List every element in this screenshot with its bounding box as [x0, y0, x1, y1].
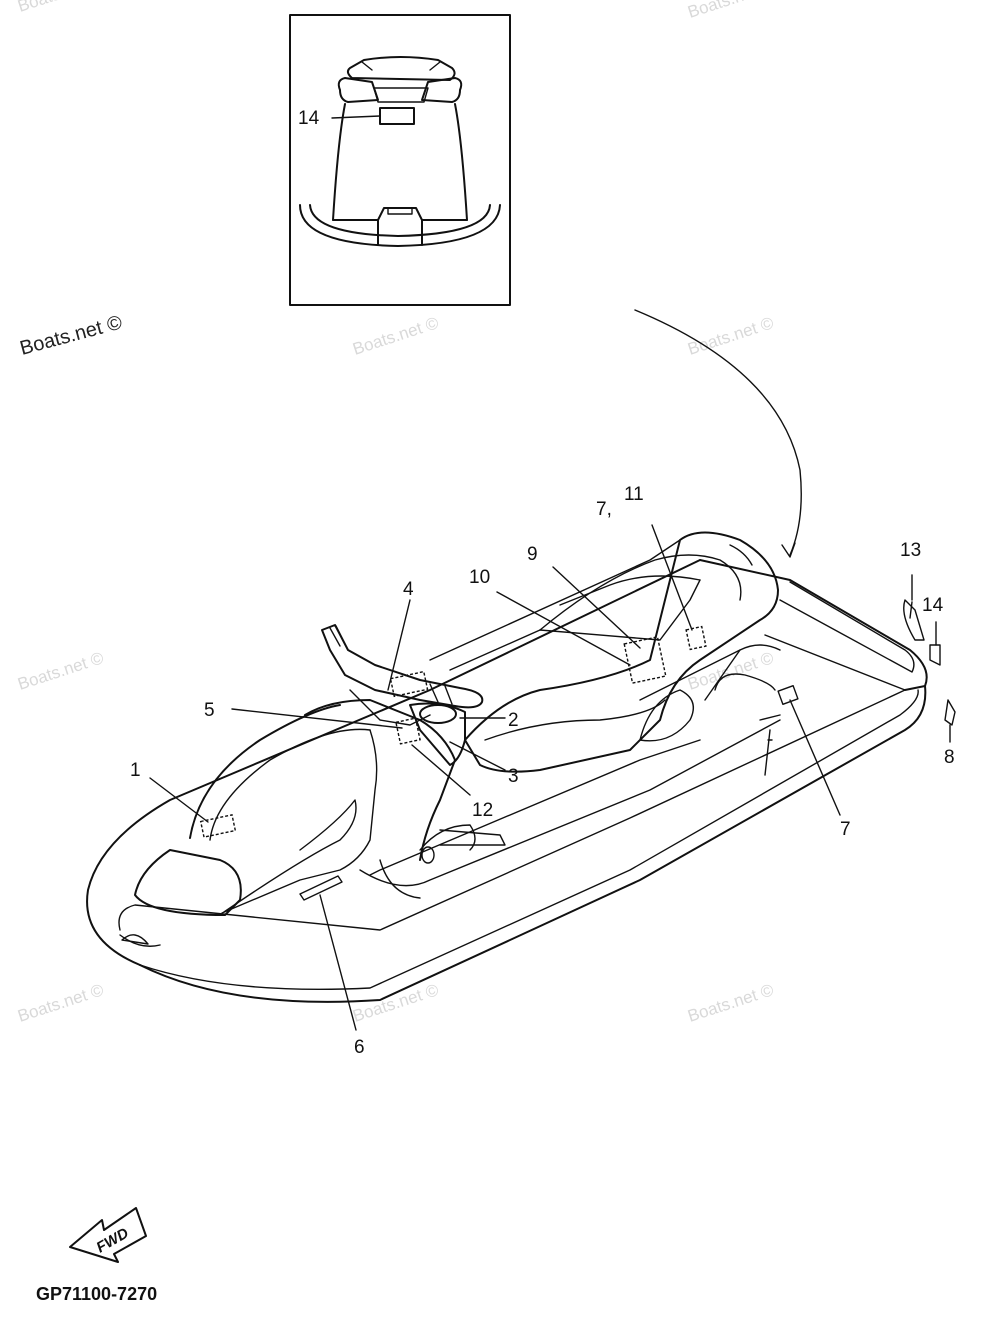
callout-14: 14 [922, 595, 944, 616]
front-deck-plate [134, 849, 242, 916]
callout-12: 12 [472, 800, 493, 821]
part-14 [929, 644, 941, 666]
hull-bottom-edge [139, 685, 927, 1003]
callout-7-top: 7, [596, 499, 612, 520]
callout-13: 13 [900, 540, 921, 561]
watermark-main: Boats.net © [18, 311, 125, 359]
inset-left-grab [337, 77, 379, 103]
label-4 [389, 670, 429, 698]
fwd-label: FWD [94, 1225, 132, 1257]
watermark-faint: Boats.net © [685, 313, 776, 359]
part-13 [903, 599, 925, 641]
watermark-faint: Boats.net © [685, 0, 776, 22]
seat [464, 531, 779, 773]
inset-right-grab [421, 77, 463, 103]
callout-8: 8 [944, 747, 955, 768]
hull-outer-left [86, 559, 701, 966]
callout-1: 1 [130, 760, 141, 781]
diagram-part-number: GP71100-7270 [36, 1284, 157, 1304]
bow-eye [121, 934, 149, 945]
watermark-faint: Boats.net © [685, 980, 776, 1026]
inset-frame [289, 14, 511, 306]
watermark-faint: Boats.net © [15, 648, 106, 694]
label-6 [299, 875, 343, 901]
inset-label-14 [379, 107, 415, 125]
callout-10: 10 [469, 567, 490, 588]
callout-4: 4 [403, 579, 414, 600]
part-8 [944, 699, 956, 726]
watermark-faint: Boats.net © [15, 0, 106, 16]
fwd-arrow-icon: FWD [69, 1207, 147, 1263]
label-1 [199, 814, 237, 838]
inset-rear-view: 14 [289, 14, 511, 306]
watermark-faint: Boats.net © [350, 980, 441, 1026]
callout-14-inset: 14 [298, 108, 320, 129]
callout-6: 6 [354, 1037, 365, 1058]
label-12 [395, 717, 421, 745]
callout-9: 9 [527, 544, 538, 565]
callout-5: 5 [204, 700, 215, 721]
callout-3: 3 [508, 766, 519, 787]
watermark-faint: Boats.net © [15, 980, 106, 1026]
gauge-lens [419, 704, 457, 724]
label-7-side [777, 684, 799, 706]
callout-7-side: 7 [840, 819, 851, 840]
inset-seat-top [346, 56, 456, 81]
seat-rear-grab [639, 689, 694, 742]
label-9-10 [623, 636, 667, 684]
watermark-faint: Boats.net © [350, 313, 441, 359]
handlebar [321, 624, 484, 709]
callout-2: 2 [508, 710, 519, 731]
callout-11: 11 [624, 484, 644, 505]
label-7-11 [685, 625, 707, 651]
detail-arrow [634, 309, 802, 556]
watercraft-hull [86, 531, 928, 1003]
